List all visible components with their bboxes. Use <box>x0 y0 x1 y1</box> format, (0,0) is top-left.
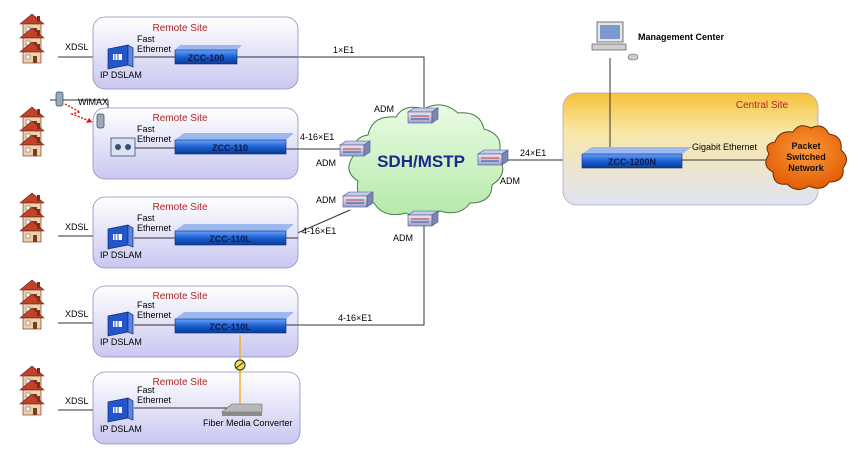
packet-network-label-3: Network <box>788 163 825 173</box>
zcc-device-2[interactable]: ZCC-110 <box>174 133 294 155</box>
wimax-base-station-icon <box>110 137 136 157</box>
house-icon <box>20 193 44 242</box>
site-title: Remote Site <box>152 23 207 34</box>
dslam-icon <box>107 397 134 423</box>
device-label: ZCC-100 <box>188 53 225 63</box>
lan-label-line1: Fast <box>137 34 155 44</box>
house-icon <box>20 366 44 415</box>
adm-router-icon[interactable] <box>342 191 374 208</box>
lan-label-line1: Fast <box>137 124 155 134</box>
central-site-title: Central Site <box>736 100 789 111</box>
adm-router-icon[interactable] <box>407 107 439 124</box>
cloud-label: SDH/MSTP <box>377 152 465 171</box>
packet-network-label-1: Packet <box>791 141 820 151</box>
house-icon <box>20 107 44 156</box>
packet-network-cloud: Packet Switched Network <box>765 125 847 190</box>
sdh-mstp-cloud: SDH/MSTP <box>348 104 504 218</box>
site-title: Remote Site <box>152 113 207 124</box>
link-label: 24×E1 <box>520 148 546 158</box>
site-title: Remote Site <box>152 202 207 213</box>
adm-label: ADM <box>393 233 413 243</box>
computer-icon[interactable] <box>591 21 639 61</box>
link-label: 1×E1 <box>333 45 354 55</box>
access-label: XDSL <box>65 42 89 52</box>
lan-label-line2: Ethernet <box>137 395 172 405</box>
wimax-antenna-icon <box>55 91 105 129</box>
lan-label-line1: Fast <box>137 300 155 310</box>
adm-router-icon[interactable] <box>339 140 371 157</box>
lan-label-line1: Fast <box>137 385 155 395</box>
site-title: Remote Site <box>152 377 207 388</box>
link-site1 <box>237 56 425 110</box>
zcc-device-central[interactable]: ZCC-1200N <box>581 147 692 169</box>
access-label: XDSL <box>65 396 89 406</box>
access-label: XDSL <box>65 222 89 232</box>
zcc-device-1[interactable]: ZCC-100 <box>174 45 242 65</box>
access-label: XDSL <box>65 309 89 319</box>
zcc-device-3[interactable]: ZCC-110L <box>174 224 294 246</box>
uplink-label: Gigabit Ethernet <box>692 142 758 152</box>
link-site4 <box>286 222 425 326</box>
packet-network-label-2: Switched <box>786 152 826 162</box>
adm-label: ADM <box>316 195 336 205</box>
house-icon <box>20 14 44 63</box>
access-device-label: IP DSLAM <box>100 424 142 434</box>
device-label: ZCC-110 <box>212 143 248 153</box>
dslam-icon <box>107 44 134 70</box>
lan-label-line2: Ethernet <box>137 44 172 54</box>
link-label: 4-16×E1 <box>338 313 372 323</box>
dslam-icon <box>107 224 134 250</box>
adm-label: ADM <box>374 104 394 114</box>
device-label: ZCC-110L <box>209 322 251 332</box>
adm-router-icon[interactable] <box>407 210 439 227</box>
access-device-label: IP DSLAM <box>100 70 142 80</box>
device-label: ZCC-1200N <box>608 157 656 167</box>
site-title: Remote Site <box>152 291 207 302</box>
lan-label: Fast Ethernet Fast Ethernet Fast Etherne… <box>137 34 172 405</box>
zcc-device-4[interactable]: ZCC-110L <box>174 312 294 334</box>
house-icon <box>20 280 44 329</box>
converter-label: Fiber Media Converter <box>203 418 293 428</box>
media-converter-icon[interactable] <box>221 403 263 416</box>
lan-label-line2: Ethernet <box>137 223 172 233</box>
adm-label: ADM <box>316 158 336 168</box>
access-label: WiMAX <box>78 97 108 107</box>
adm-router-icon[interactable] <box>477 149 509 166</box>
management-label: Management Center <box>638 32 725 42</box>
access-device-label: IP DSLAM <box>100 250 142 260</box>
adm-label: ADM <box>500 176 520 186</box>
lan-label-line2: Ethernet <box>137 310 172 320</box>
lan-label-line1: Fast <box>137 213 155 223</box>
device-label: ZCC-110L <box>209 234 251 244</box>
access-device-label: IP DSLAM <box>100 337 142 347</box>
dslam-icon <box>107 311 134 337</box>
link-label: 4-16×E1 <box>300 132 334 142</box>
link-label: 4-16×E1 <box>302 226 336 236</box>
lan-label-line2: Ethernet <box>137 134 172 144</box>
